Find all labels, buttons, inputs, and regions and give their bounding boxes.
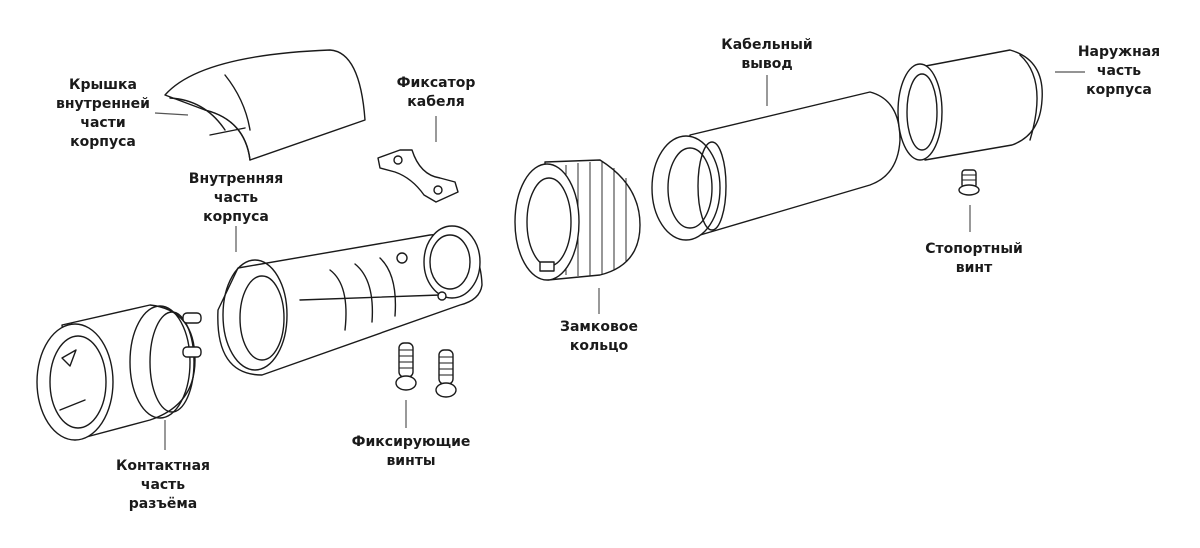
leader-lines (154, 71, 1085, 450)
label-cable-outlet: Кабельный вывод (721, 36, 812, 74)
contact-part (36, 304, 202, 441)
label-fixing-screws: Фиксирующие винты (352, 433, 471, 471)
label-line: Фиксатор (396, 75, 476, 91)
label-line: вывод (741, 56, 793, 72)
label-line: внутренней (56, 96, 150, 112)
label-set-screw: Стопортный винт (925, 240, 1023, 278)
label-line: корпуса (203, 209, 269, 225)
label-contact-part: Контактная часть разъёма (116, 457, 210, 514)
label-line: разъёма (128, 496, 198, 512)
label-cover: Крышка внутренней части корпуса (56, 76, 150, 152)
cable-outlet (651, 91, 901, 241)
label-line: Контактная (115, 458, 211, 474)
label-line: часть (213, 190, 259, 206)
label-inner-body: Внутренняя часть корпуса (189, 170, 283, 227)
label-cable-clamp: Фиксатор кабеля (397, 74, 476, 112)
inner-housing (217, 225, 483, 376)
label-line: часть (1096, 63, 1142, 79)
label-line: Внутренняя (188, 171, 284, 187)
label-line: Кабельный (721, 37, 813, 53)
label-line: часть (140, 477, 186, 493)
label-line: кабеля (407, 94, 465, 110)
locking-ring (514, 159, 641, 281)
outer-housing (897, 49, 1043, 161)
fixing-screws (395, 342, 457, 398)
cable-clamp (377, 149, 459, 203)
label-outer-body: Наружная часть корпуса (1078, 43, 1160, 100)
label-line: кольцо (569, 338, 629, 354)
label-line: части (80, 115, 126, 131)
label-line: корпуса (1086, 82, 1152, 98)
label-line: Замковое (560, 319, 638, 335)
label-line: Фиксирующие (351, 434, 471, 450)
inner-housing-cover (164, 49, 366, 161)
label-line: винт (955, 260, 993, 276)
label-line: Наружная (1077, 44, 1161, 60)
label-line: корпуса (70, 134, 136, 150)
label-line: Стопортный (925, 241, 1023, 257)
label-line: винты (386, 453, 436, 469)
set-screw (958, 169, 980, 196)
label-line: Крышка (69, 77, 137, 93)
label-lock-ring: Замковое кольцо (560, 318, 638, 356)
